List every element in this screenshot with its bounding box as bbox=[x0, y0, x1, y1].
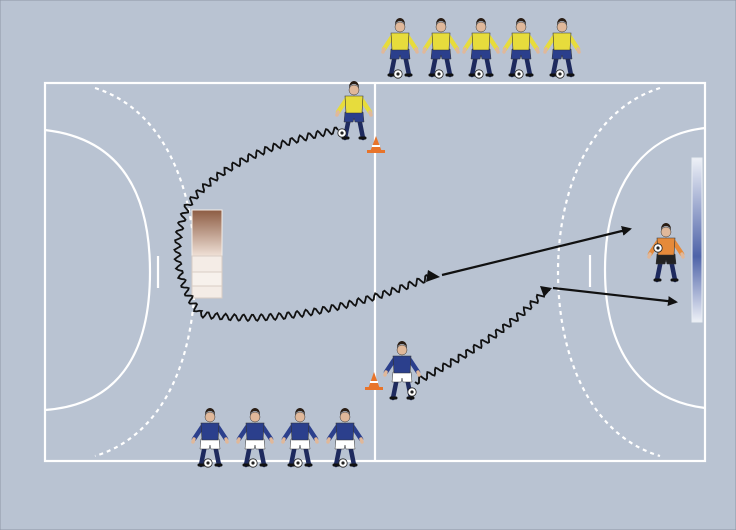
ball-icon bbox=[338, 129, 346, 137]
ball-icon bbox=[435, 70, 443, 78]
goal bbox=[692, 158, 702, 322]
ball-icon bbox=[294, 459, 302, 467]
ball-icon bbox=[408, 388, 416, 396]
ball-icon bbox=[556, 70, 564, 78]
obstacle-icon bbox=[192, 210, 222, 298]
ball-icon bbox=[339, 459, 347, 467]
ball-icon bbox=[475, 70, 483, 78]
ball-icon bbox=[654, 244, 662, 252]
ball-icon bbox=[515, 70, 523, 78]
ball-icon bbox=[249, 459, 257, 467]
ball-icon bbox=[394, 70, 402, 78]
ball-icon bbox=[204, 459, 212, 467]
